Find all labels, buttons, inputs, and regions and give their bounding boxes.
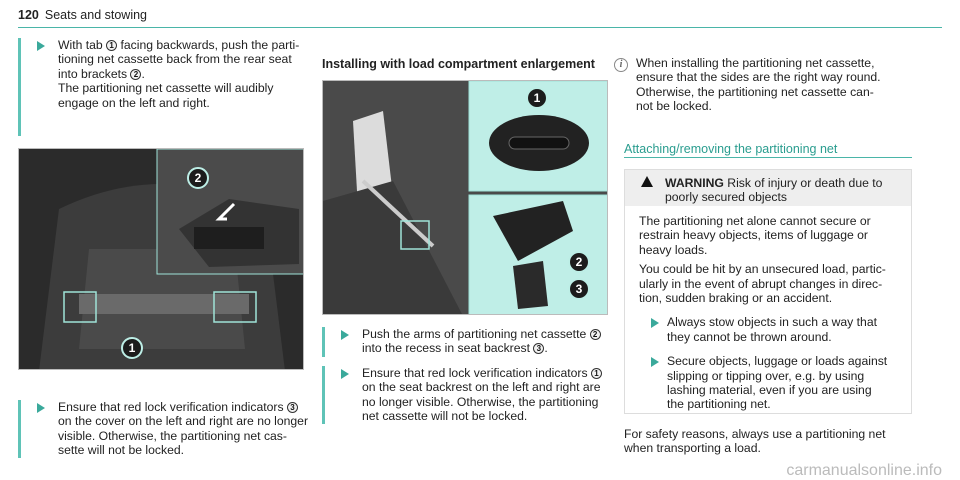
warning-icon [641, 176, 653, 187]
image-callout: 1 [121, 337, 143, 359]
callout-ref: 3 [286, 402, 298, 413]
warning-title: WARNING Risk of injury or death due to p… [665, 176, 883, 205]
note-text: When installing the partitioning net cas… [636, 56, 881, 114]
section-heading: Attaching/removing the partitioning net [624, 142, 838, 156]
step-arrow-icon [341, 369, 349, 379]
page-number: 120 [18, 8, 39, 22]
callout-ref: 2 [130, 68, 142, 80]
warning-bullet: Secure objects, luggage or loads against… [639, 354, 907, 412]
step-arrow-icon [37, 403, 45, 413]
page-header: 120 Seats and stowing [18, 8, 147, 22]
watermark: carmanualsonline.info [786, 461, 942, 479]
callout-ref: 1 [590, 368, 602, 379]
warning-body: The partitioning net alone cannot secure… [639, 214, 907, 412]
cargo-illustration [19, 149, 303, 369]
warning-paragraph: The partitioning net alone cannot secure… [639, 214, 871, 257]
bullet-arrow-icon [651, 357, 659, 368]
step-block-2: Ensure that red lock verification indica… [18, 400, 308, 458]
step-arrow-icon [341, 330, 349, 340]
footer-text: For safety reasons, always use a partiti… [624, 427, 886, 456]
heading-rule [624, 157, 912, 158]
header-rule [18, 27, 942, 28]
step-arrow-icon [37, 41, 45, 51]
image-callout: 1 [526, 87, 548, 109]
callout-ref: 2 [589, 329, 601, 340]
step-block-3: Push the arms of partitioning net casset… [322, 327, 612, 357]
bullet-arrow-icon [651, 318, 659, 329]
backrest-illustration [323, 81, 607, 314]
section-title: Seats and stowing [44, 8, 148, 22]
backrest-image: 1 2 3 [322, 80, 608, 315]
callout-ref: 3 [533, 343, 545, 355]
section-heading: Installing with load compartment enlarge… [322, 57, 595, 71]
warning-paragraph: You could be hit by an unsecured load, p… [639, 262, 886, 306]
callout-ref: 1 [106, 40, 118, 51]
step-block-4: Ensure that red lock verification indica… [322, 366, 612, 424]
image-callout: 2 [568, 251, 590, 273]
cargo-image: 2 1 [18, 148, 304, 370]
image-callout: 3 [568, 278, 590, 300]
warning-box: WARNING Risk of injury or death due to p… [624, 169, 912, 414]
step-text: Ensure that red lock verification indica… [362, 366, 602, 424]
step-text: With tab 1 facing backwards, push the pa… [58, 38, 300, 110]
warning-header [625, 170, 911, 206]
step-text: Ensure that red lock verification indica… [58, 400, 309, 458]
step-block-1: With tab 1 facing backwards, push the pa… [18, 38, 308, 136]
warning-bullet: Always stow objects in such a way that t… [639, 315, 907, 344]
info-icon: i [614, 58, 628, 72]
step-text: Push the arms of partitioning net casset… [340, 327, 612, 356]
image-callout: 2 [187, 167, 209, 189]
